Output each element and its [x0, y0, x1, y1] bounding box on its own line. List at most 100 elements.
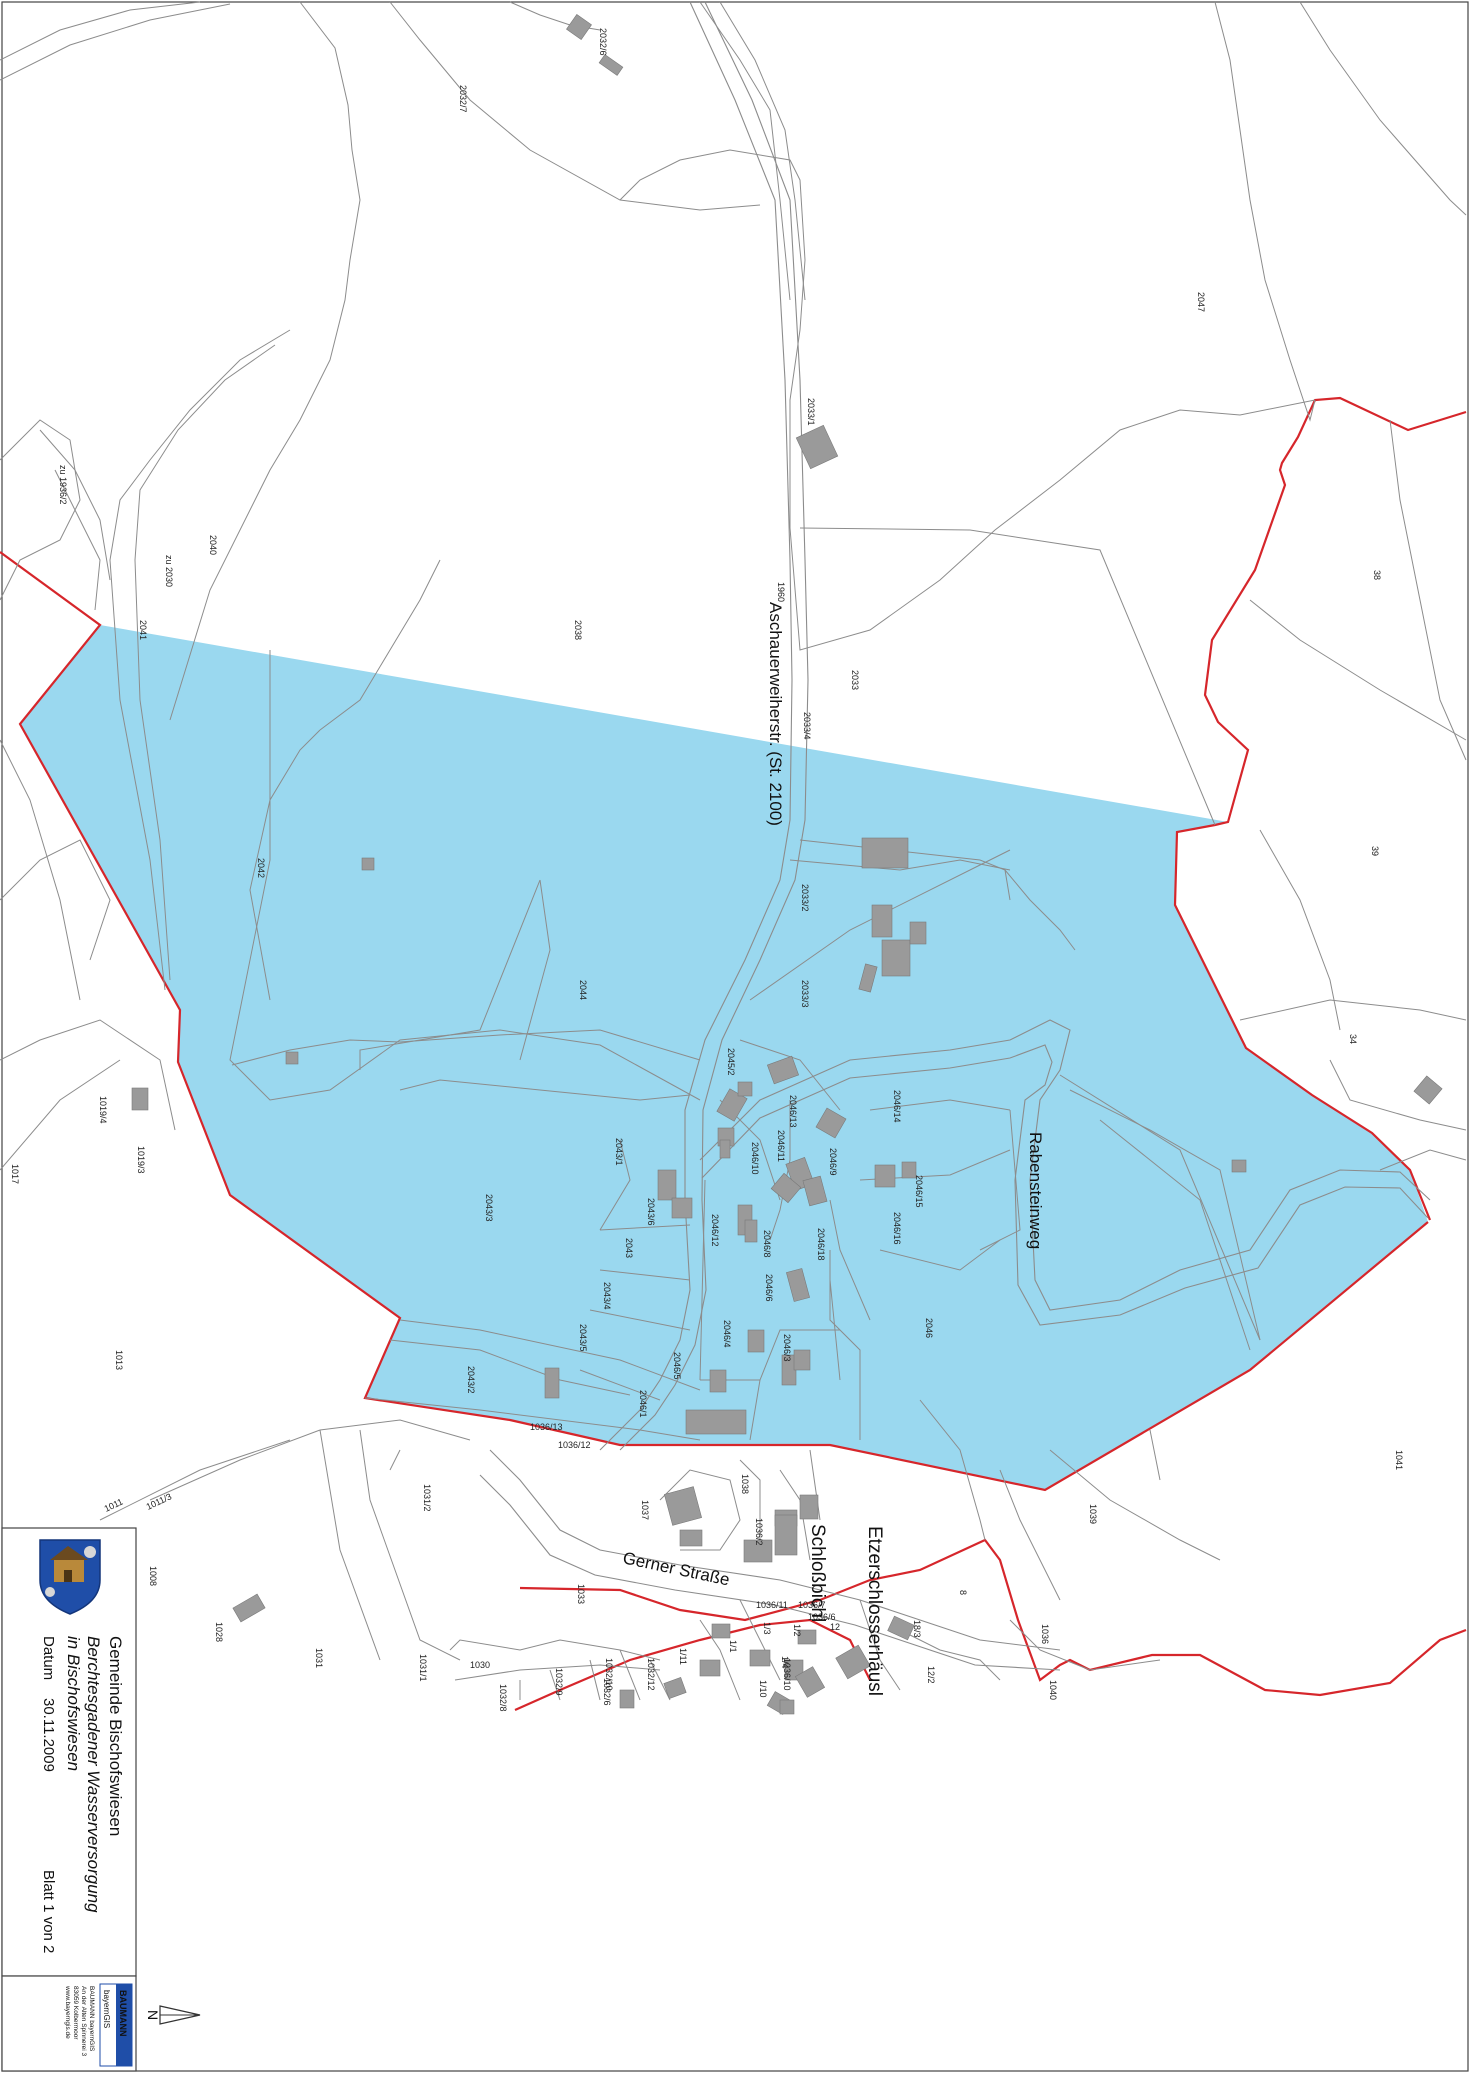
building — [671, 1197, 693, 1219]
building — [901, 1161, 917, 1179]
building — [744, 1219, 758, 1243]
parcel-labels: 2032/6 2032/7 2040 zu 1936/2 zu 2030 204… — [10, 28, 1404, 1712]
parcel-label: 1036/13 — [530, 1422, 563, 1432]
parcel-label: 2046/10 — [750, 1142, 760, 1175]
building — [861, 837, 909, 869]
building — [598, 54, 624, 76]
parcel-label: 39 — [1370, 846, 1380, 856]
building — [663, 1677, 687, 1699]
parcel-label: 1039 — [1088, 1504, 1098, 1524]
building — [685, 1409, 747, 1435]
municipality-title: Gemeinde Bischofswiesen — [106, 1636, 125, 1836]
parcel-label: 2041 — [138, 620, 148, 640]
parcel-label: 1040 — [1048, 1680, 1058, 1700]
building — [802, 1175, 828, 1207]
parcel-label: 1028 — [214, 1622, 224, 1642]
protection-zone — [20, 625, 1428, 1490]
building — [786, 1268, 810, 1302]
parcel-label: 2046/14 — [892, 1090, 902, 1123]
parcel-label: 2032/6 — [598, 28, 608, 56]
parcel-label: 8 — [958, 1590, 968, 1595]
building — [749, 1649, 771, 1667]
boundary-lines — [0, 396, 1467, 1712]
coat-of-arms-icon — [39, 1539, 101, 1615]
building — [361, 857, 375, 871]
parcel-label: 1037 — [640, 1500, 650, 1520]
parcel-label: 2046/15 — [914, 1175, 924, 1208]
building — [774, 1514, 798, 1556]
north-label: N — [145, 2010, 161, 2020]
parcel-label: 2047 — [1196, 292, 1206, 312]
parcel-label: 2046/8 — [762, 1230, 772, 1258]
date-value: 30.11.2009 — [40, 1698, 57, 1772]
parcel-label: 2033/4 — [802, 712, 812, 740]
parcel-label: 1036/2 — [754, 1518, 764, 1546]
parcel-label: 12/2 — [926, 1666, 936, 1684]
building — [737, 1081, 753, 1097]
parcel-label: 2043/1 — [614, 1138, 624, 1166]
parcel-label: 1032/12 — [646, 1658, 656, 1691]
building — [874, 1164, 896, 1188]
building — [285, 1051, 299, 1065]
street-label-rabensteinweg: Rabensteinweg — [1026, 1132, 1045, 1249]
parcel-label: 1036/12 — [558, 1440, 591, 1450]
date-label: Datum — [40, 1636, 57, 1680]
building — [544, 1367, 560, 1399]
street-label-aschauerweiherstrasse: Aschauerweiherstr. (St. 2100) — [766, 602, 785, 826]
parcel-label: 1041 — [1394, 1450, 1404, 1470]
parcel-label: 2043/5 — [578, 1324, 588, 1352]
building — [131, 1087, 149, 1111]
parcel-label: 2033 — [850, 670, 860, 690]
building — [871, 904, 893, 938]
building — [747, 1329, 765, 1353]
building — [719, 1139, 731, 1159]
building — [766, 1055, 800, 1085]
parcel-label: 1033 — [576, 1584, 586, 1604]
roads — [99, 1, 1431, 1701]
buildings — [131, 14, 1443, 1715]
parcel-label: 2046/5 — [672, 1352, 682, 1380]
building — [566, 14, 592, 40]
parcel-label: 1036/10 — [782, 1658, 792, 1691]
building — [887, 1615, 915, 1641]
parcel-label: 1031 — [314, 1648, 324, 1668]
parcel-label: 1/4 — [780, 1656, 790, 1669]
parcel-label: 1032/10 — [604, 1658, 614, 1691]
parcel-label: 2046/1 — [638, 1390, 648, 1418]
company-logo: BAUMANN bayernGIS — [99, 1983, 133, 2067]
parcel-label: 2038 — [573, 620, 583, 640]
parcel-label: 34 — [1348, 1034, 1358, 1044]
parcel-label: 2044 — [578, 980, 588, 1000]
parcel-label: 1019/4 — [98, 1096, 108, 1124]
parcel-label: 1032/8 — [498, 1684, 508, 1712]
parcel-label: 2046/11 — [776, 1130, 786, 1162]
parcel-label: 1/3 — [762, 1622, 772, 1635]
parcel-label: 2046/13 — [788, 1095, 798, 1128]
parcel-label: 2033/1 — [806, 398, 816, 426]
building — [795, 424, 839, 470]
parcel-label: zu 2030 — [164, 555, 174, 587]
building — [711, 1623, 731, 1639]
company-address-1: BAUMANN bayernGIS — [88, 1986, 95, 2052]
parcel-label: 2043 — [624, 1238, 634, 1258]
building — [232, 1593, 266, 1623]
project-subtitle: in Bischofswiesen — [64, 1636, 83, 1771]
building — [881, 939, 911, 977]
parcel-label: 1013 — [114, 1350, 124, 1370]
building — [679, 1529, 703, 1547]
building — [743, 1539, 773, 1563]
parcel-label: 1/1 — [728, 1640, 738, 1653]
parcel-label: 2046/3 — [782, 1334, 792, 1362]
building — [779, 1699, 795, 1715]
building — [1231, 1159, 1247, 1173]
building — [709, 1369, 727, 1393]
parcel-label: 2046/16 — [892, 1212, 902, 1245]
parcel-label: 2046/12 — [710, 1214, 720, 1247]
place-label-etzerschlosserhausl: Etzerschlosserhäusl — [864, 1526, 885, 1696]
parcel-label: 1038 — [740, 1474, 750, 1494]
parcel-label: 38 — [1372, 570, 1382, 580]
parcel-label: 1031/1 — [418, 1654, 428, 1682]
parcel-label: 2033/3 — [800, 980, 810, 1008]
parcel-label: 1/11 — [678, 1648, 688, 1665]
company-address-3: 83059 Kolbermoor — [72, 1986, 79, 2040]
